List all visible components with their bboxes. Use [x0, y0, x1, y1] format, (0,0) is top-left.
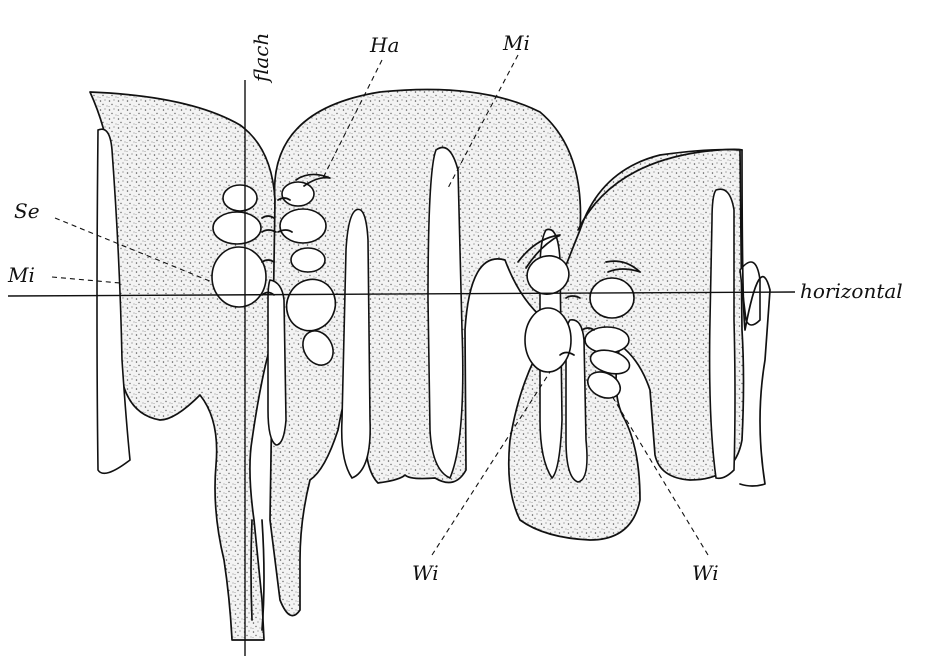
label-mi-top: Mi [502, 31, 530, 55]
label-se: Se [14, 199, 40, 223]
label-mi-left: Mi [7, 263, 35, 287]
bud-right-3 [291, 248, 325, 272]
label-ha: Ha [369, 33, 399, 57]
lumen-central-left [342, 209, 370, 478]
bud-right-group-4 [585, 327, 629, 353]
bud-right-1 [282, 182, 314, 206]
bud-left-2 [213, 212, 261, 244]
label-flach: flach [249, 33, 273, 84]
label-horizontal: horizontal [800, 279, 903, 303]
lumen-central-middle [428, 148, 463, 479]
label-wi-right: Wi [692, 561, 719, 585]
bud-left-1 [223, 185, 257, 211]
bud-right-2 [280, 209, 326, 243]
bud-right-group-3 [590, 278, 634, 318]
lumen-right-inner [710, 189, 735, 478]
label-wi-left: Wi [412, 561, 439, 585]
bud-left-3 [212, 247, 266, 307]
lumen-center-stalk [268, 280, 286, 445]
bud-right-group-2 [525, 308, 571, 372]
